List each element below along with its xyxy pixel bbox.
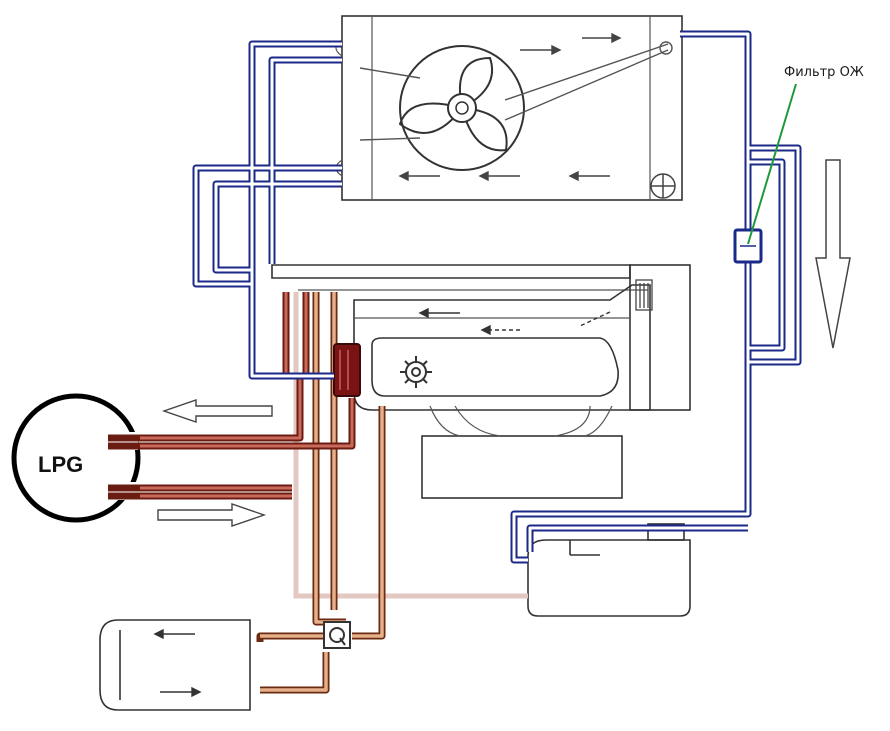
lpg-unit: LPG	[11, 393, 141, 523]
filter-label: Фильтр ОЖ	[784, 65, 864, 80]
gear-icon	[400, 356, 432, 388]
expansion-tank	[527, 523, 691, 617]
radiator	[335, 15, 683, 201]
hot-lines	[108, 292, 356, 500]
lpg-label: LPG	[38, 452, 83, 477]
cabin-heater	[99, 619, 251, 711]
lpg-out-arrow-icon	[161, 399, 273, 423]
lpg-in-arrow-icon	[157, 503, 267, 527]
radiator-cap-icon	[650, 173, 676, 199]
valve-icon	[323, 621, 351, 649]
fan-icon	[359, 41, 673, 171]
filter-pointer-line	[747, 83, 797, 245]
engine	[271, 264, 691, 499]
radiator-flow-arrows	[398, 32, 622, 182]
heater-flow-arrows	[153, 628, 202, 698]
cool-return-line	[293, 292, 528, 599]
down-arrow-icon	[815, 159, 851, 349]
lpg-reducer	[333, 343, 361, 397]
coolant-lines	[192, 30, 802, 564]
engine-flow-arrows	[418, 307, 611, 336]
filter-icon	[733, 228, 763, 264]
